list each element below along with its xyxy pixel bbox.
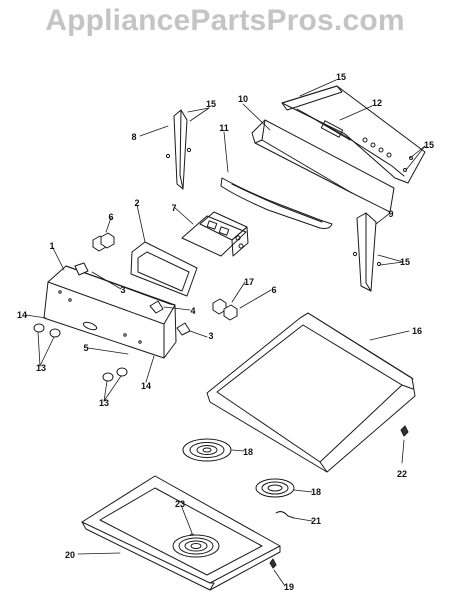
rear-backguard-panel <box>281 85 426 184</box>
cooktop-screw <box>400 425 409 437</box>
right-side-bracket <box>352 212 382 292</box>
leader-lines <box>25 79 426 587</box>
callout-15-right: 15 <box>423 140 435 150</box>
callout-14-right: 14 <box>140 381 152 391</box>
callout-15-left: 15 <box>205 99 217 109</box>
trim-bar <box>220 177 333 229</box>
callout-4: 4 <box>190 306 196 316</box>
callout-15-lower: 15 <box>399 257 411 267</box>
switch-pair-right <box>212 298 238 321</box>
callout-3-lower: 3 <box>208 331 214 341</box>
knob-bottom-right <box>116 367 128 377</box>
callout-21: 21 <box>310 516 322 526</box>
callout-13-bottom: 13 <box>98 398 110 408</box>
surface-element-left <box>182 438 232 462</box>
callout-5: 5 <box>83 343 89 353</box>
tray-screw <box>269 558 277 569</box>
site-watermark: AppliancePartsPros.com <box>45 4 405 37</box>
callout-8: 8 <box>131 132 137 142</box>
callout-10: 10 <box>237 94 249 104</box>
cooktop <box>206 312 416 473</box>
callout-6-left: 6 <box>108 212 114 222</box>
callout-18-left: 18 <box>242 447 254 457</box>
callout-23: 23 <box>174 499 186 509</box>
callout-11: 11 <box>219 123 229 133</box>
callout-18-right: 18 <box>310 487 322 497</box>
callout-12: 12 <box>371 98 383 108</box>
switch-pair-left <box>92 232 115 252</box>
left-side-bracket <box>165 109 192 190</box>
callout-17: 17 <box>243 277 255 287</box>
knob-left-upper <box>33 323 45 333</box>
callout-1: 1 <box>49 241 55 251</box>
callout-20: 20 <box>64 550 76 560</box>
backguard-trim-panel <box>251 119 395 213</box>
switch-3a <box>74 262 89 276</box>
surface-element-right <box>255 478 295 498</box>
knob-bottom-left <box>102 372 114 382</box>
callout-22: 22 <box>396 469 408 479</box>
clock-timer-module <box>181 211 249 257</box>
callout-14-left: 14 <box>16 310 28 320</box>
callout-13-left: 13 <box>35 363 47 373</box>
surface-element-center <box>172 534 220 558</box>
switch-3b <box>176 322 191 336</box>
callout-15-top: 15 <box>335 72 347 82</box>
callout-6-right: 6 <box>271 285 277 295</box>
callout-19: 19 <box>283 582 295 592</box>
callout-3-upper: 3 <box>120 285 126 295</box>
callout-2: 2 <box>134 198 140 208</box>
display-overlay <box>130 241 198 297</box>
callout-9: 9 <box>388 209 394 219</box>
switch-4 <box>149 300 164 314</box>
callout-16: 16 <box>411 326 423 336</box>
element-clip <box>275 511 295 519</box>
callout-7: 7 <box>171 203 177 213</box>
knob-left-lower <box>49 328 61 338</box>
main-top-drip-tray <box>81 475 281 591</box>
